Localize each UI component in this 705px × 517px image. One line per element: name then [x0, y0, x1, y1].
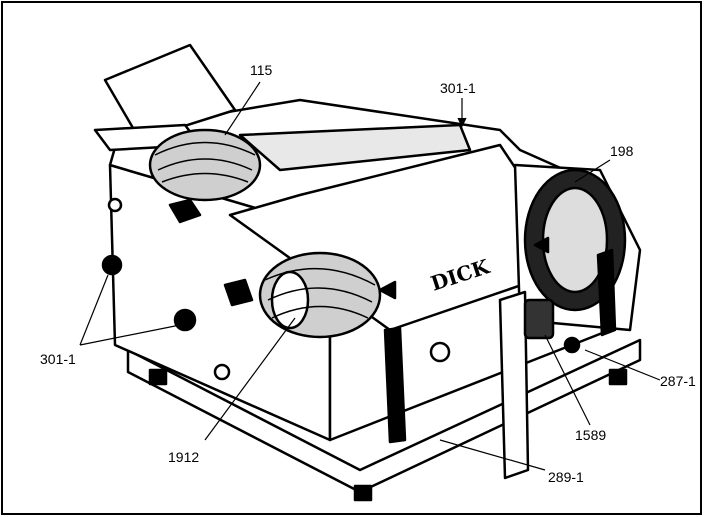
label-198: 198: [610, 143, 634, 159]
right-knob: [563, 336, 581, 354]
foot: [353, 484, 373, 502]
hinged-lid: [103, 43, 237, 142]
hood-arrow: [378, 280, 397, 300]
hood-arrow: [533, 236, 550, 254]
label-1589: 1589: [575, 427, 606, 443]
wing-nut: [223, 278, 254, 307]
strap: [596, 248, 617, 337]
knob: [107, 197, 123, 213]
base-plate: [126, 338, 642, 494]
label-301-1-left: 301-1: [40, 351, 76, 367]
knob: [173, 308, 197, 332]
wing-nut: [168, 198, 202, 224]
strap: [383, 326, 407, 444]
foot: [608, 368, 628, 386]
label-115: 115: [250, 62, 273, 78]
label-301-1-top: 301-1: [440, 80, 476, 96]
center-strap: [498, 290, 530, 480]
switch: [523, 298, 555, 340]
upper-brush-wheel: [148, 128, 262, 202]
knob: [213, 363, 231, 381]
top-plate: [238, 123, 472, 172]
foot: [148, 368, 168, 386]
front-screw: [429, 341, 451, 363]
label-287-1: 287-1: [660, 373, 696, 389]
label-289-1: 289-1: [548, 469, 584, 485]
knob: [101, 254, 123, 276]
label-1912: 1912: [168, 449, 199, 465]
